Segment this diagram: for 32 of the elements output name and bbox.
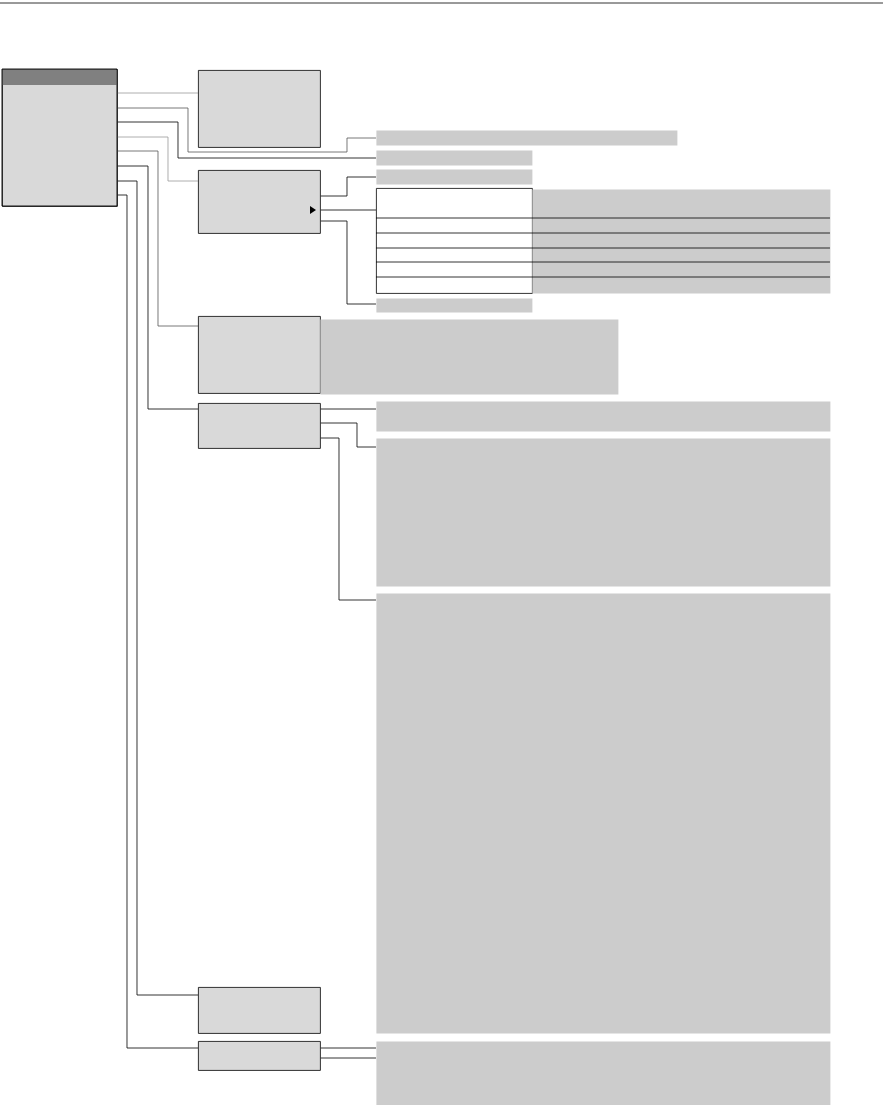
text-bar: [376, 150, 533, 166]
connector-line: [117, 107, 377, 153]
submenu-box: [198, 316, 321, 394]
description-panel: [531, 189, 831, 294]
connector-line: [320, 1057, 377, 1059]
text-bar: [376, 401, 831, 432]
text-bar: [376, 169, 533, 185]
menu-box: [1, 68, 118, 207]
connector-line: [117, 136, 199, 182]
connector-line: [117, 150, 199, 327]
connector-line: [117, 121, 377, 159]
text-bar: [376, 438, 831, 587]
submenu-box: [198, 1041, 321, 1071]
connector-line: [320, 209, 377, 211]
connector-line: [320, 220, 377, 305]
text-bar: [376, 1041, 831, 1105]
connector-line: [320, 408, 377, 410]
connector-line: [117, 92, 199, 94]
text-bar: [320, 319, 619, 395]
text-bar: [376, 593, 831, 1034]
submenu-box: [198, 170, 321, 234]
submenu-box: [198, 70, 321, 148]
connector-line: [320, 437, 377, 601]
connector-line: [320, 1047, 377, 1049]
text-bar: [376, 130, 678, 146]
connector-line: [320, 422, 377, 448]
connector-line: [117, 165, 199, 410]
table: [375, 188, 533, 294]
text-bar: [376, 298, 533, 313]
submenu-box: [198, 403, 321, 449]
connector-line: [320, 176, 377, 197]
submenu-box: [198, 987, 321, 1034]
